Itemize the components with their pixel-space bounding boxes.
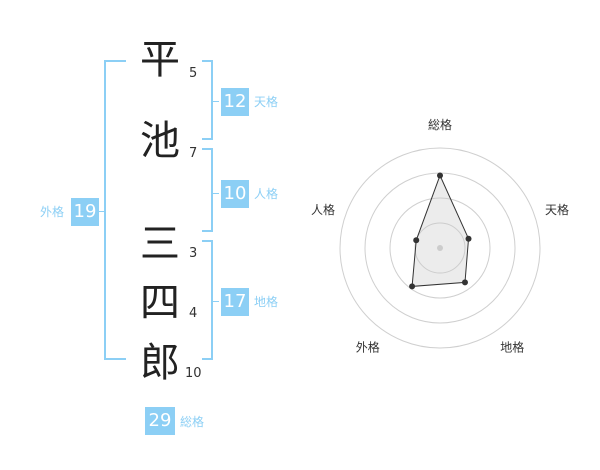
stroke-count-1: 5 [189, 66, 198, 81]
radar-axis-label-2: 天格 [545, 202, 569, 217]
name-char-5: 郎 [140, 340, 180, 386]
tenkaku-bracket [202, 60, 213, 140]
radar-axis-label-3: 地格 [500, 340, 524, 355]
name-char-4: 四 [140, 280, 180, 326]
radar-axis-label-1: 総格 [428, 117, 452, 132]
chikaku-value: 17 [221, 288, 249, 316]
radar-axis-label-4: 外格 [356, 340, 380, 355]
gaikaku-value: 19 [71, 198, 99, 226]
radar-area [411, 174, 470, 287]
radar-point-3 [461, 279, 468, 286]
name-char-1: 平 [140, 37, 180, 83]
gaikaku-label: 外格 [40, 205, 65, 219]
radar-ring-4 [339, 147, 541, 349]
radar-point-1 [437, 172, 443, 179]
radar-point-2 [465, 235, 472, 242]
radar-center-dot [437, 245, 443, 251]
chikaku-bracket [202, 240, 213, 360]
radar-ring-2 [389, 197, 491, 299]
name-char-2: 池 [140, 118, 180, 164]
name-char-3: 三 [140, 221, 180, 267]
radar-ring-1 [414, 222, 466, 274]
jinkaku-label: 人格 [254, 187, 279, 201]
tenkaku-connector [211, 101, 219, 102]
stroke-count-5: 10 [185, 366, 202, 381]
soukaku-label: 総格 [180, 415, 205, 429]
radar-axis-label-5: 人格 [311, 202, 335, 217]
soukaku-value: 29 [145, 407, 175, 435]
chikaku-label: 地格 [254, 295, 279, 309]
tenkaku-label: 天格 [254, 95, 279, 109]
stroke-count-4: 4 [189, 306, 198, 321]
gaikaku-bracket [104, 60, 126, 360]
radar-grid [339, 147, 541, 349]
jinkaku-bracket [202, 148, 213, 232]
jinkaku-value: 10 [221, 180, 249, 208]
radar-point-4 [409, 283, 416, 290]
tenkaku-value: 12 [221, 88, 249, 116]
stroke-count-3: 3 [189, 246, 198, 261]
radar-points [409, 172, 472, 290]
stroke-count-2: 7 [189, 146, 198, 161]
jinkaku-connector [211, 193, 219, 194]
radar-point-5 [413, 237, 420, 244]
gaikaku-connector [98, 211, 104, 212]
chikaku-connector [211, 301, 219, 302]
